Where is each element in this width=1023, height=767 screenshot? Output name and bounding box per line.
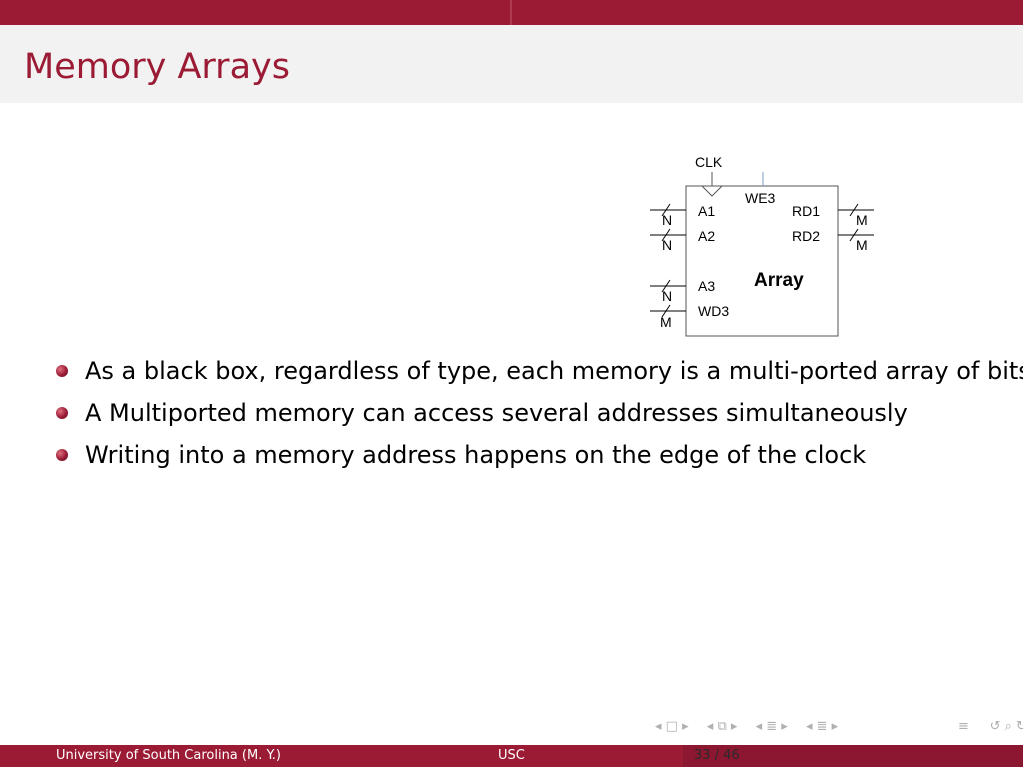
prev-frame-icon[interactable]: ◂ (655, 719, 662, 734)
bullet-icon (56, 449, 68, 461)
bullet-list: As a black box, regardless of type, each… (56, 352, 1023, 478)
footer-institute: USC (498, 748, 525, 763)
page-title: Memory Arrays (24, 47, 290, 87)
rd1-bus-width: M (856, 212, 868, 228)
next-section-icon[interactable]: ▸ (781, 719, 788, 734)
array-block (685, 185, 839, 337)
wd3-label: WD3 (698, 303, 729, 319)
prev-section-icon[interactable]: ◂ (755, 719, 763, 734)
footer-author: University of South Carolina (M. Y.) (56, 748, 281, 763)
a1-label: A1 (698, 203, 715, 219)
we3-label: WE3 (745, 190, 776, 206)
a2-bus-width: N (662, 237, 672, 253)
array-label: Array (754, 270, 804, 291)
a2-label: A2 (698, 228, 715, 244)
next-section-icon[interactable]: ▸ (831, 719, 839, 734)
beamer-navigation: ◂ □ ▸ ◂ ⧉ ▸ ◂ ≣ ▸ ◂ ≣ ▸ ≡ ↺ ⌕ ↻ (655, 719, 1023, 739)
undo-icon[interactable]: ⌕ (1004, 719, 1012, 734)
a1-bus-width: N (662, 212, 672, 228)
frame-icon[interactable]: □ (665, 719, 678, 734)
rd2-bus-width: M (856, 237, 868, 253)
prev-section-icon[interactable]: ◂ (805, 719, 813, 734)
memory-array-diagram: CLK WE3 N A1 N A2 N A3 M WD3 M RD1 M RD2… (644, 148, 884, 338)
next-frame-icon[interactable]: ▸ (682, 719, 689, 734)
header-bar (0, 0, 1023, 25)
memory-array-svg: CLK WE3 N A1 N A2 N A3 M WD3 M RD1 M RD2… (650, 154, 874, 337)
rd1-label: RD1 (792, 203, 820, 219)
bullet-icon (56, 407, 68, 419)
section-icon[interactable]: ≣ (766, 719, 778, 734)
search-icon[interactable]: ↺ (989, 719, 1001, 734)
clk-triangle-icon (701, 185, 723, 197)
footer-page-box (683, 745, 1023, 767)
clk-label: CLK (695, 154, 723, 170)
title-band (0, 25, 1023, 103)
prev-subsection-icon[interactable]: ◂ (706, 719, 714, 734)
rd2-label: RD2 (792, 228, 820, 244)
a3-bus-width: N (662, 288, 672, 304)
bullet-item: As a black box, regardless of type, each… (56, 352, 1023, 394)
bullet-text: A Multiported memory can access several … (85, 399, 908, 427)
bullet-text: As a black box, regardless of type, each… (85, 357, 1023, 385)
footer-bar: University of South Carolina (M. Y.) USC… (0, 745, 1023, 767)
wd3-bus-width: M (660, 314, 672, 330)
header-divider (510, 0, 512, 25)
bullet-icon (56, 365, 68, 377)
section-icon[interactable]: ≣ (816, 719, 828, 734)
align-icon[interactable]: ≡ (958, 719, 969, 734)
subsection-icon[interactable]: ⧉ (717, 719, 727, 734)
a3-label: A3 (698, 278, 715, 294)
bullet-text: Writing into a memory address happens on… (85, 441, 867, 469)
redo-icon[interactable]: ↻ (1016, 719, 1023, 734)
next-subsection-icon[interactable]: ▸ (730, 719, 738, 734)
bullet-item: A Multiported memory can access several … (56, 394, 1023, 436)
bullet-item: Writing into a memory address happens on… (56, 436, 1023, 478)
footer-page-number: 33 / 46 (694, 748, 740, 763)
